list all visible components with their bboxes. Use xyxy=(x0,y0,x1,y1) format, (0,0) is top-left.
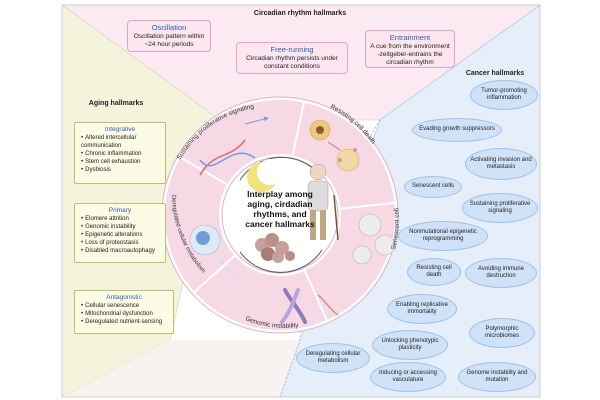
circadian-box-title: Entrainment xyxy=(389,33,431,42)
cancer-hallmark-oval: Senescent cells xyxy=(404,176,462,198)
elderly-person-icon xyxy=(307,163,339,241)
cancer-hallmark-oval: Activating invasion and metastasis xyxy=(465,148,537,180)
aging-item: Stem cell exhaustion xyxy=(81,158,161,166)
cancer-hallmark-oval: Evading growth suppressors xyxy=(412,118,502,142)
aging-item: Genomic instability xyxy=(81,223,161,231)
cycle-arrow-bottom xyxy=(239,249,323,273)
senescent-cells-icon xyxy=(352,213,396,265)
bottom-region xyxy=(62,340,300,397)
wheel-segment xyxy=(192,253,329,332)
aging-item: Chronic inflammation xyxy=(81,150,161,158)
wheel-segment xyxy=(178,98,306,187)
frame xyxy=(61,4,541,398)
cancer-hallmark-oval: Avoiding immune destruction xyxy=(465,258,537,288)
wheel-label-senescent: Senescent cell xyxy=(390,207,401,250)
aging-item: Altered intercellular communication xyxy=(81,134,161,150)
circadian-box-entrainment: Entrainment A cue from the environment -… xyxy=(365,30,455,68)
aging-box-integrative: Integrative Altered intercellular commun… xyxy=(74,122,166,184)
circadian-box-text: Oscillation pattern within ~24 hour peri… xyxy=(133,33,205,48)
apoptotic-cell-icon xyxy=(309,119,360,172)
cancer-hallmark-oval: Polymorphic microbiomes xyxy=(469,318,535,348)
aging-item: Dysbiosis xyxy=(81,166,161,174)
mitochondria-cell-icon xyxy=(189,224,237,278)
aging-box-primary: Primary Elomere attrition Genomic instab… xyxy=(74,203,166,263)
circadian-box-title: Free-running xyxy=(270,45,314,54)
aging-item: Deregulated nutrient-sensing xyxy=(81,318,169,326)
circadian-box-text: Circadian rhythm persists under constant… xyxy=(246,55,338,70)
aging-section-title: Aging hallmarks xyxy=(88,100,144,107)
aging-box-antagonistic: Antagonistic Cellular senescence Mitocho… xyxy=(74,290,174,334)
cancer-hallmark-oval: Genome instability and mutation xyxy=(458,362,536,392)
aging-item: Epigenetic alterations xyxy=(81,231,161,239)
center-title: Interplay among aging, cirdadian rhythms… xyxy=(245,189,315,229)
cancer-hallmark-oval: Sustaining proliferative signaling xyxy=(462,193,538,223)
aging-item: Disabled macroautophagy xyxy=(81,247,161,255)
moon-cutout xyxy=(257,159,283,185)
dna-helix-icon xyxy=(199,116,269,176)
circadian-box-free-running: Free-running Circadian rhythm persists u… xyxy=(236,42,348,74)
circadian-box-text: A cue from the environment -zeitgeber-en… xyxy=(370,43,450,66)
wheel-segment xyxy=(163,155,237,295)
circadian-box-oscillation: Oscillation Oscillation pattern within ~… xyxy=(127,20,211,52)
aging-item: Loss of proteostasis xyxy=(81,239,161,247)
cancer-hallmark-oval: Inducing or accessing vasculature xyxy=(370,362,446,392)
aging-box-title: Integrative xyxy=(104,126,136,133)
tumor-cluster-icon xyxy=(255,233,295,263)
aging-item: Cellular senescence xyxy=(81,302,169,310)
aging-box-title: Antagonistic xyxy=(106,294,142,301)
aging-box-title: Primary xyxy=(108,207,132,214)
cancer-section-title: Cancer hallmarks xyxy=(465,70,525,77)
cancer-hallmark-oval: Unlocking phenotypic plasticity xyxy=(372,330,448,360)
aging-item: Mitochondrial dysfunction xyxy=(81,310,169,318)
cancer-hallmark-oval: Deregulating cellular metabolism xyxy=(296,343,370,373)
cancer-hallmark-oval: Enabling replicative immortality xyxy=(387,294,457,324)
circadian-section-title: Circadian rhythm hallmarks xyxy=(253,10,347,17)
cancer-hallmark-oval: Nonmutational epigenetic reprogramming xyxy=(398,221,488,251)
chromosome-icon xyxy=(280,288,339,324)
aging-item: Elomere attrition xyxy=(81,215,161,223)
cancer-hallmark-oval: Resisting cell death xyxy=(407,258,461,286)
cancer-hallmark-oval: Tumor-promoting inflammation xyxy=(470,80,538,110)
circadian-box-title: Oscillation xyxy=(151,23,187,32)
